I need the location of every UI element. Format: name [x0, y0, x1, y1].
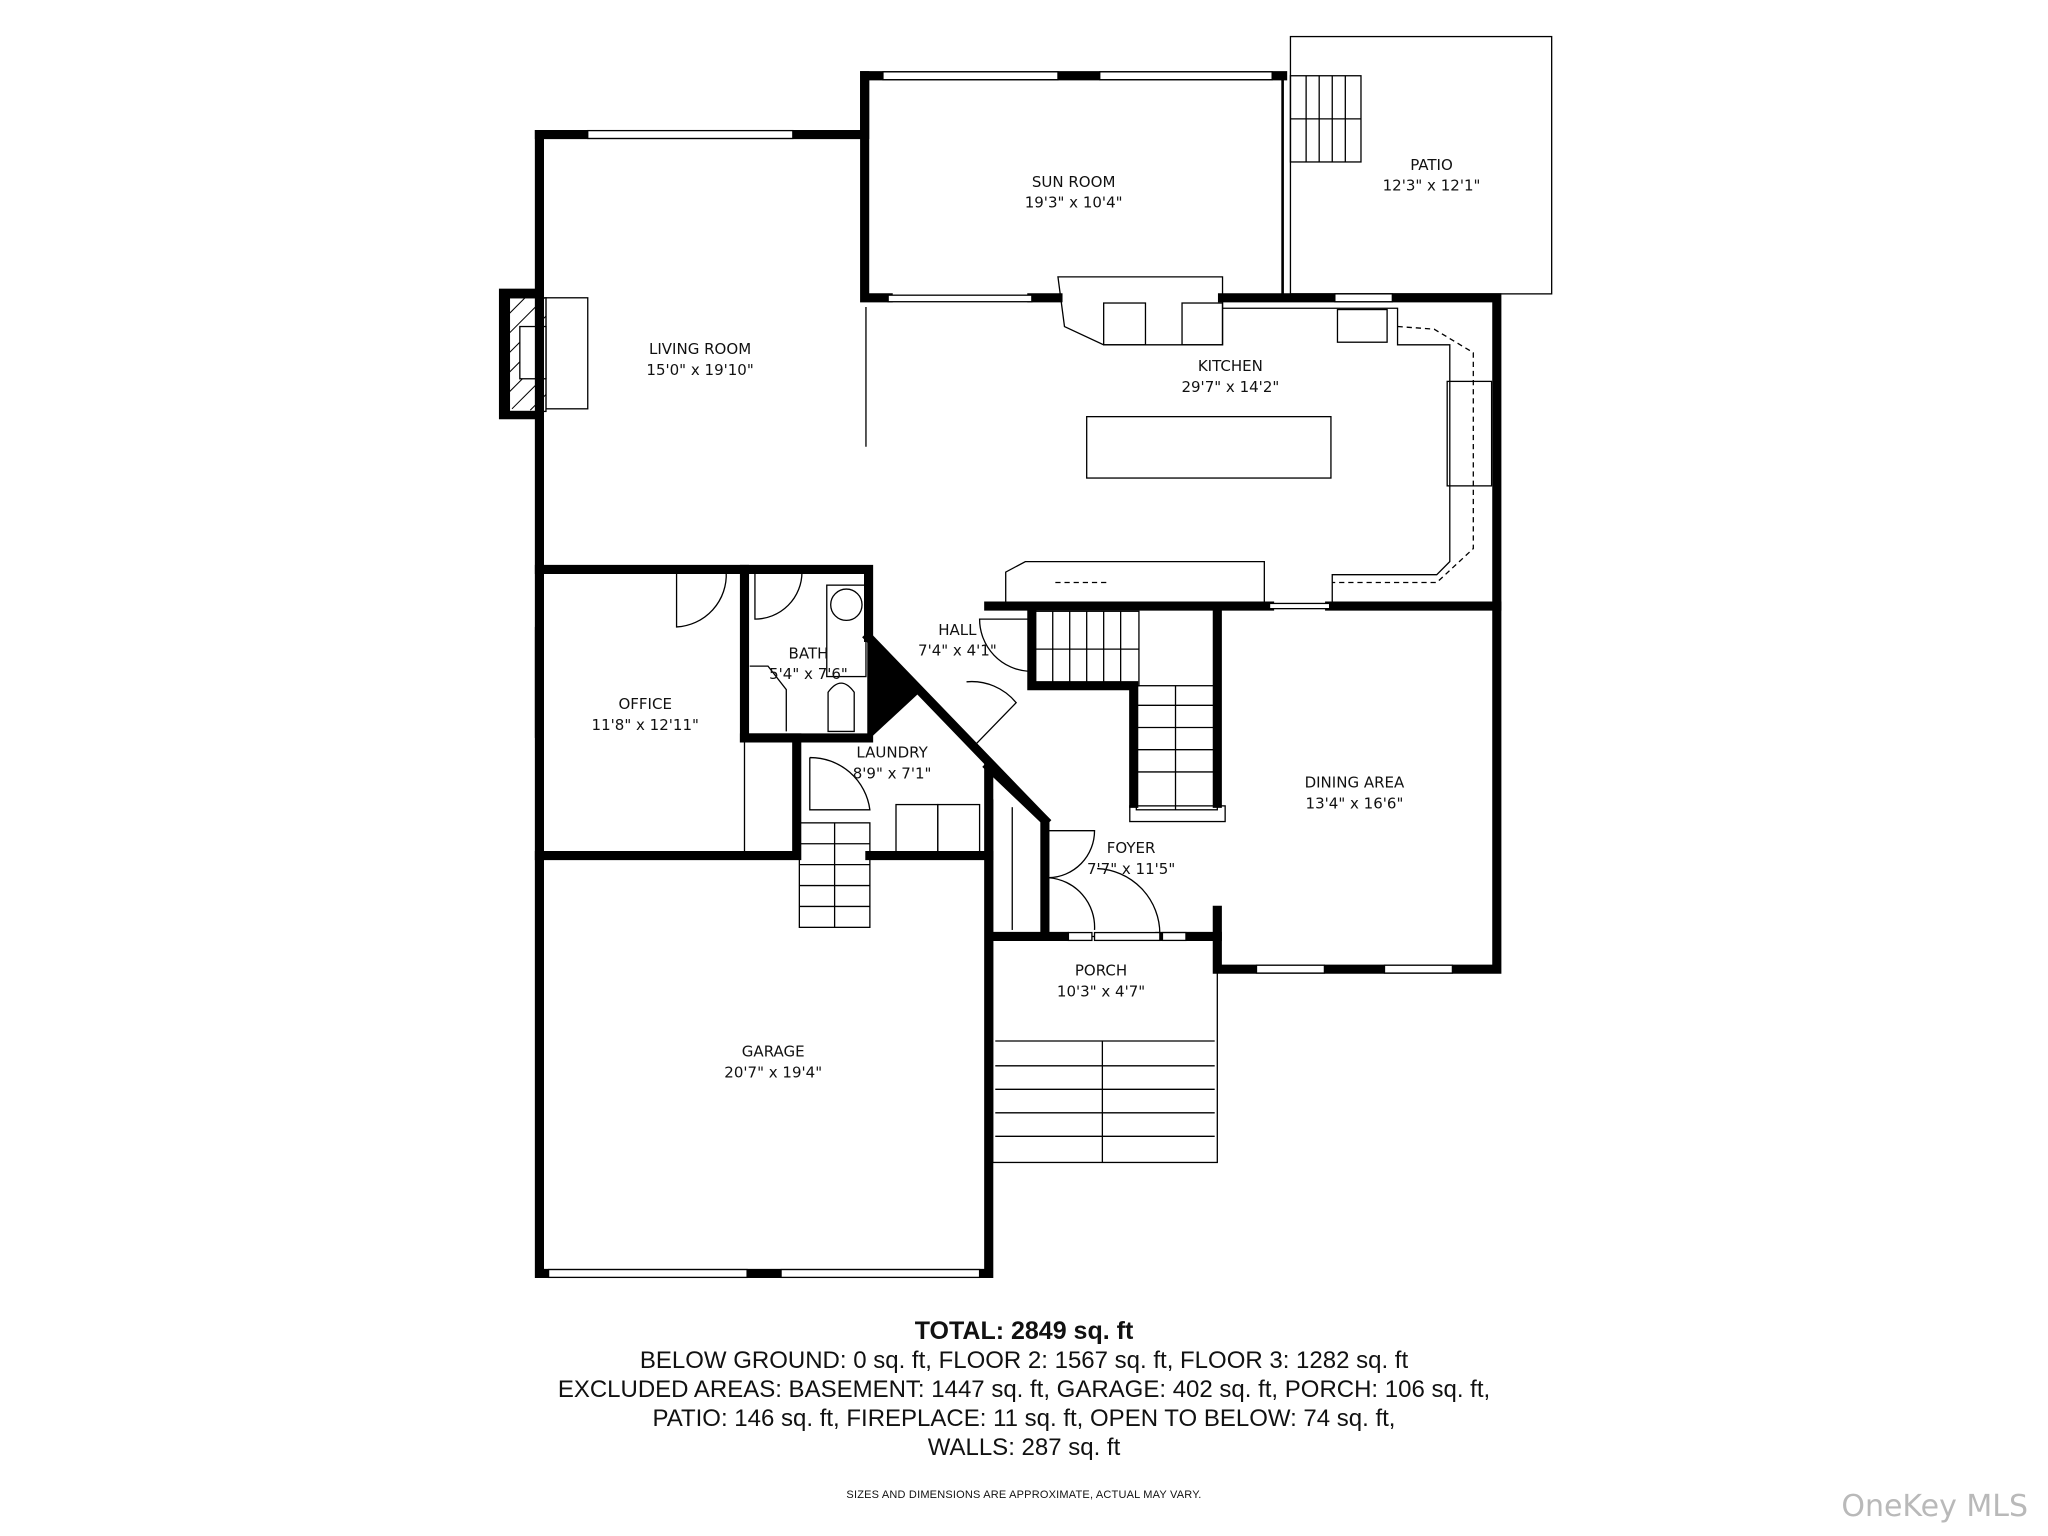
total-area: TOTAL: 2849 sq. ft [914, 1317, 1134, 1345]
watermark: OneKey MLS [1841, 1489, 2028, 1524]
room-name-porch: PORCH [1075, 962, 1127, 980]
room-size-hall: 7'4" x 4'1" [918, 642, 997, 660]
laundry-door [809, 756, 871, 811]
fireplace-hearth [545, 297, 589, 410]
room-name-living-room: LIVING ROOM [649, 340, 751, 358]
room-size-foyer: 7'7" x 11'5" [1087, 860, 1175, 878]
room-name-sun-room: SUN ROOM [1032, 173, 1116, 191]
room-name-bath: BATH [789, 644, 829, 662]
room-name-garage: GARAGE [742, 1043, 805, 1061]
room-size-dining-area: 13'4" x 16'6" [1306, 794, 1404, 812]
area-line: PATIO: 146 sq. ft, FIREPLACE: 11 sq. ft,… [652, 1405, 1396, 1432]
room-name-foyer: FOYER [1107, 839, 1156, 857]
patio-stairs [1289, 75, 1362, 163]
porch-stairs [995, 1040, 1215, 1163]
room-size-laundry: 8'9" x 7'1" [853, 764, 932, 782]
washer [895, 803, 939, 855]
room-labels: SUN ROOM 19'3" x 10'4" PATIO 12'3" x 12'… [592, 156, 1481, 1082]
office-door [675, 572, 727, 628]
room-size-office: 11'8" x 12'11" [592, 716, 699, 734]
area-line: WALLS: 287 sq. ft [927, 1434, 1121, 1461]
room-size-sun-room: 19'3" x 10'4" [1025, 194, 1123, 212]
bath-door [754, 572, 803, 620]
toilet [827, 682, 855, 733]
room-name-office: OFFICE [618, 695, 672, 713]
room-name-dining-area: DINING AREA [1305, 774, 1405, 792]
disclaimer: SIZES AND DIMENSIONS ARE APPROXIMATE, AC… [846, 1489, 1202, 1501]
room-size-kitchen: 29'7" x 14'2" [1181, 378, 1279, 396]
area-line: BELOW GROUND: 0 sq. ft, FLOOR 2: 1567 sq… [639, 1347, 1409, 1374]
foyer-door [1048, 830, 1161, 934]
bath-sink [830, 588, 863, 622]
room-name-kitchen: KITCHEN [1198, 357, 1263, 375]
room-size-patio: 12'3" x 12'1" [1383, 177, 1481, 195]
room-size-bath: 5'4" x 7'6" [769, 665, 848, 683]
laundry-stairs [798, 822, 871, 928]
area-summary: TOTAL: 2849 sq. ft BELOW GROUND: 0 sq. f… [0, 1316, 2048, 1501]
hall-door [978, 618, 1030, 672]
room-name-hall: HALL [938, 621, 977, 639]
stove [1446, 380, 1493, 487]
room-size-garage: 20'7" x 19'4" [724, 1064, 822, 1082]
room-size-living-room: 15'0" x 19'10" [646, 361, 753, 379]
sink [1336, 308, 1388, 343]
windows [547, 71, 1454, 1279]
room-name-laundry: LAUNDRY [856, 744, 928, 762]
diagonal-door [933, 680, 1018, 749]
room-size-porch: 10'3" x 4'7" [1057, 983, 1145, 1001]
walls [534, 71, 1502, 1279]
kitchen-counter [1057, 276, 1224, 346]
area-line: EXCLUDED AREAS: BASEMENT: 1447 sq. ft, G… [557, 1376, 1491, 1403]
dryer [937, 803, 981, 855]
kitchen-island [1086, 416, 1332, 479]
room-name-patio: PATIO [1410, 156, 1453, 174]
